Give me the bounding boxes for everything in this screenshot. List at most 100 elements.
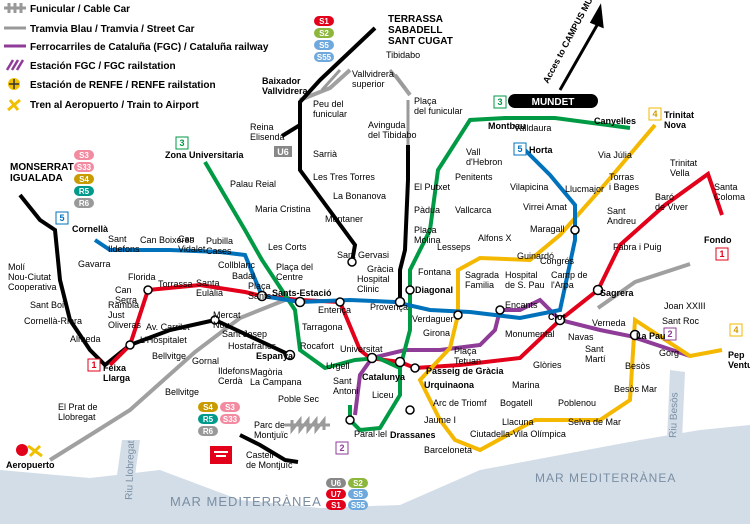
line-l3 [203, 160, 402, 433]
station-label-horta: Horta [529, 145, 553, 155]
station-label-bellvitge-r: Bellvitge [165, 387, 199, 397]
fgc-badge-s55 [348, 500, 368, 510]
fgc-badge-label-u6: U6 [331, 479, 342, 488]
l3-badge-zona: 3 [179, 138, 184, 148]
station-label-sants-estacio: Sants-Estació [272, 288, 332, 298]
station-label-verdaguer: Verdaguer [412, 314, 454, 324]
aeropuerto-icon [16, 444, 43, 458]
l4-badge-pep: 4 [733, 325, 738, 335]
u6-badge: U6 [277, 147, 289, 157]
station-label-rocafort: Rocafort [300, 341, 335, 351]
station-label-muntaner: Muntaner [325, 214, 363, 224]
station-label-lhospitalet: L'Hospitalet [140, 335, 187, 345]
l3-badge-montbau: 3 [497, 97, 502, 107]
station-label-aeropuerto: Aeropuerto [6, 460, 55, 470]
fgc-badge-label-s2: S2 [353, 479, 363, 488]
fgc-badge-label-r5: R5 [203, 415, 214, 424]
fgc-badge-label-s33: S33 [223, 415, 238, 424]
sea-label-right: MAR MEDITERRÀNEA [535, 470, 676, 485]
river-label-besos: Riu Besòs [668, 392, 681, 438]
station-label-sarria: Sarrià [313, 149, 337, 159]
station-label-joan-xxiii: Joan XXIII [664, 301, 706, 311]
fgc-badge-s3 [74, 150, 94, 160]
station-label-passeig-gracia: Passeig de Gràcia [426, 366, 505, 376]
legend-tram: Tramvia Blau / Tramvia / Street Car [30, 24, 195, 35]
l1-badge-fondo: 1 [719, 249, 724, 259]
fgc-badge-s3 [220, 402, 240, 412]
station-label-catalunya: Catalunya [362, 372, 406, 382]
station-label-almeda: Almeda [70, 334, 101, 344]
line-l3-north [398, 116, 631, 369]
fgc-badge-label-s55: S55 [351, 501, 366, 510]
station-label-arc-triomf: Arc de Triomf [433, 398, 487, 408]
fgc-badge-label-r6: R6 [203, 427, 214, 436]
station-label-maria-cristina: Maria Cristina [255, 204, 311, 214]
station-label-marina: Marina [512, 380, 540, 390]
fgc-badge-label-r5: R5 [79, 187, 90, 196]
station-label-zona-univ: Zona Universitaria [165, 150, 245, 160]
station-label-canyelles: Canyelles [594, 116, 636, 126]
station-label-cornella: Cornellà [72, 224, 109, 234]
fgc-badge-label-s55: S55 [317, 53, 332, 62]
fgc-badge-r5 [198, 414, 218, 424]
fgc-badge-r5 [74, 186, 94, 196]
station-label-can-boixeres: Can Boixeres [140, 235, 195, 245]
station-label-vallcarca: Vallcarca [455, 205, 491, 215]
station-label-bellvitge-m: Bellvitge [152, 351, 186, 361]
l4-badge-trinitat: 4 [652, 109, 657, 119]
station-label-verneda: Verneda [592, 318, 626, 328]
station-label-padua: Pàdua [414, 205, 440, 215]
fgc-badge-label-s4: S4 [203, 403, 213, 412]
l2-badge-paralel: 2 [339, 443, 344, 453]
river-llobregat [110, 440, 140, 524]
fgc-badge-u6 [326, 478, 346, 488]
station-label-bogatell: Bogatell [500, 398, 533, 408]
station-label-maragall: Maragall [530, 224, 565, 234]
station-label-liceu: Liceu [372, 390, 394, 400]
fgc-badge-label-s5: S5 [353, 490, 363, 499]
station-label-penitents: Penitents [455, 172, 493, 182]
station-label-gorg: Gorg [659, 348, 679, 358]
fgc-badge-s1 [326, 500, 346, 510]
station-label-selva-mar: Selva de Mar [568, 417, 621, 427]
station-label-besos: Besòs [625, 361, 651, 371]
l5-badge-horta: 5 [517, 144, 522, 154]
station-label-sant-josep: Sant Josep [222, 329, 267, 339]
l5-badge-cornella: 5 [59, 213, 64, 223]
station-label-navas: Navas [568, 332, 594, 342]
station-label-girona: Girona [423, 328, 450, 338]
fgc-badge-label-s33: S33 [77, 163, 92, 172]
fgc-badge-s4 [74, 174, 94, 184]
funicular-icon [4, 3, 26, 13]
station-label-gracia: Gràcia [367, 264, 394, 274]
fgc-badge-s5 [348, 489, 368, 499]
station-label-av-carriet: Av. Carrilet [146, 322, 190, 332]
station-label-sant-gervasi: Sant Gervasi [337, 250, 389, 260]
fgc-badge-s33 [74, 162, 94, 172]
station-label-fontana: Fontana [418, 267, 451, 277]
mundet-box [508, 94, 598, 108]
legend-fgc-station: Estación FGC / FGC railstation [30, 61, 176, 72]
